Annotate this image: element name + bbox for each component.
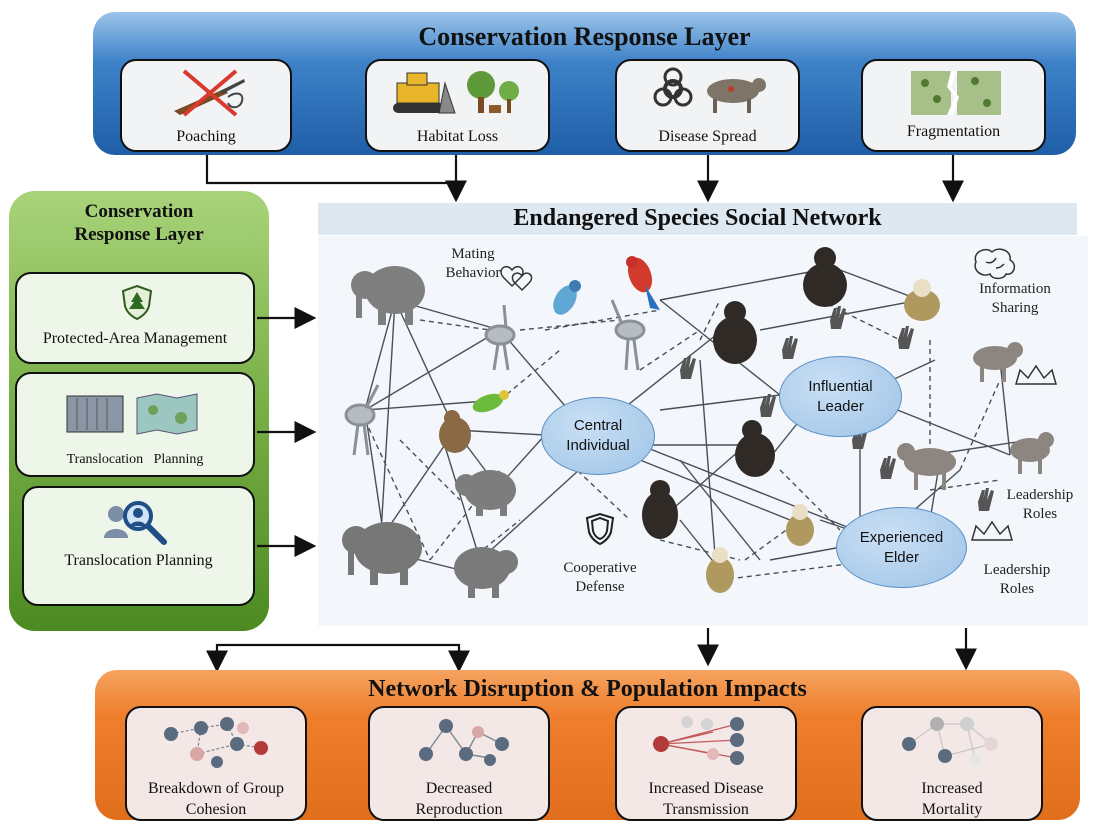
left-panel-title-line1: Conservation bbox=[84, 201, 194, 222]
reproduction-line1: Decreased bbox=[425, 780, 493, 797]
monkey-icon bbox=[439, 410, 471, 453]
parrot-icon bbox=[472, 390, 509, 413]
disease-transmission-card[interactable]: Increased Disease Transmission bbox=[615, 706, 797, 821]
left-panel-title-line2: Response Layer bbox=[74, 224, 204, 245]
defense-line2: Defense bbox=[575, 579, 625, 595]
brain-icon bbox=[974, 248, 1016, 280]
mating-line2: Behavior bbox=[445, 265, 501, 281]
leadership-lower-line2: Roles bbox=[999, 581, 1035, 597]
network-title: Endangered Species Social Network bbox=[513, 205, 882, 231]
leadership-roles-upper-label: Leadership Roles bbox=[995, 486, 1085, 524]
elephant-icon bbox=[454, 547, 518, 598]
crane-icon bbox=[484, 304, 516, 371]
habitat-loss-label: Habitat Loss bbox=[416, 128, 499, 145]
central-node-line2: Individual bbox=[566, 437, 630, 454]
disease-transmission-line2: Transmission bbox=[663, 801, 749, 818]
cooperative-defense-label: Cooperative Defense bbox=[548, 559, 652, 597]
elephant-icon bbox=[455, 470, 516, 516]
disease-transmission-line1: Increased Disease bbox=[648, 780, 764, 797]
crane-icon bbox=[610, 299, 646, 371]
information-line1: Information bbox=[979, 281, 1051, 297]
disease-spread-label: Disease Spread bbox=[658, 128, 757, 145]
parrot-icon bbox=[553, 280, 581, 315]
wolf-icon bbox=[897, 443, 956, 490]
habitat-loss-card[interactable]: Habitat Loss bbox=[365, 59, 550, 152]
translocation-planning-card-2[interactable]: Translocation Planning bbox=[22, 486, 255, 606]
information-sharing-label: Information Sharing bbox=[960, 280, 1070, 318]
capuchin-icon bbox=[904, 279, 940, 321]
people-magnifier-icon bbox=[104, 501, 167, 545]
wolf-icon bbox=[973, 342, 1023, 382]
leadership-roles-lower-label: Leadership Roles bbox=[967, 561, 1067, 599]
elephant-icon bbox=[351, 266, 425, 325]
poaching-label: Poaching bbox=[176, 128, 236, 145]
defense-line1: Cooperative bbox=[563, 560, 637, 576]
leadership-upper-line2: Roles bbox=[1022, 506, 1058, 522]
wolf-icon bbox=[1010, 432, 1054, 474]
leadership-upper-line1: Leadership bbox=[1006, 487, 1074, 503]
capuchin-icon bbox=[786, 504, 814, 546]
chimp-icon bbox=[803, 247, 847, 307]
top-panel-title: Conservation Response Layer bbox=[418, 22, 751, 51]
bulldozer-trees-icon bbox=[393, 71, 519, 114]
leader-node-line2: Leader bbox=[817, 397, 864, 415]
chimp-icon bbox=[713, 301, 757, 364]
information-line2: Sharing bbox=[991, 300, 1039, 316]
bottom-panel-title: Network Disruption & Population Impacts bbox=[368, 676, 807, 702]
tree-network-icon bbox=[419, 719, 509, 766]
parrot-icon bbox=[626, 256, 660, 310]
crane-icon bbox=[344, 384, 380, 456]
fragmented-map-icon bbox=[911, 71, 1001, 115]
central-node-line1: Central bbox=[573, 417, 623, 434]
faded-network-icon bbox=[902, 717, 998, 766]
hand-icon bbox=[680, 306, 994, 511]
shield-icon bbox=[585, 512, 615, 546]
crown-icon bbox=[1015, 364, 1057, 385]
crossed-rifle-icon bbox=[174, 69, 245, 117]
crown-icon bbox=[971, 520, 1013, 541]
group-cohesion-line1: Breakdown of Group bbox=[148, 780, 284, 797]
elephant-icon bbox=[342, 522, 422, 585]
chimp-icon bbox=[735, 420, 775, 477]
biohazard-animal-icon bbox=[653, 67, 766, 113]
mating-line1: Mating bbox=[451, 246, 495, 262]
mating-behavior-label: Mating Behavior bbox=[428, 245, 518, 283]
disease-spread-card[interactable]: Disease Spread bbox=[615, 59, 800, 152]
fragmentation-label: Fragmentation bbox=[906, 123, 1001, 140]
chimp-icon bbox=[642, 480, 678, 539]
leader-node-line1: Influential bbox=[808, 377, 873, 395]
mortality-line2: Mortality bbox=[921, 801, 983, 818]
mortality-card[interactable]: Increased Mortality bbox=[861, 706, 1043, 821]
protected-area-label: Protected-Area Management bbox=[42, 330, 228, 347]
fragmentation-card[interactable]: Fragmentation bbox=[861, 59, 1046, 152]
translocation-planning-card-1[interactable]: Translocation Planning bbox=[15, 372, 255, 477]
capuchin-icon bbox=[706, 547, 734, 593]
hearts-icon bbox=[500, 266, 533, 292]
reproduction-line2: Reproduction bbox=[415, 801, 503, 818]
shield-tree-icon bbox=[121, 284, 153, 320]
group-cohesion-card[interactable]: Breakdown of Group Cohesion bbox=[125, 706, 307, 821]
elder-node-line2: Elder bbox=[883, 548, 919, 566]
broken-network-icon bbox=[164, 717, 268, 768]
spread-network-icon bbox=[653, 716, 744, 765]
mortality-line1: Increased bbox=[921, 780, 983, 797]
poaching-card[interactable]: Poaching bbox=[120, 59, 292, 152]
translocation-planning-label-1: Translocation Planning bbox=[66, 452, 204, 467]
elder-node-line1: Experienced bbox=[859, 528, 944, 546]
container-map-icon bbox=[66, 393, 198, 435]
network-title-bar: Endangered Species Social Network bbox=[318, 203, 1077, 235]
leadership-lower-line1: Leadership bbox=[983, 562, 1051, 578]
translocation-planning-label-2: Translocation Planning bbox=[64, 552, 213, 569]
protected-area-card[interactable]: Protected-Area Management bbox=[15, 272, 255, 364]
group-cohesion-line2: Cohesion bbox=[185, 801, 247, 818]
reproduction-card[interactable]: Decreased Reproduction bbox=[368, 706, 550, 821]
